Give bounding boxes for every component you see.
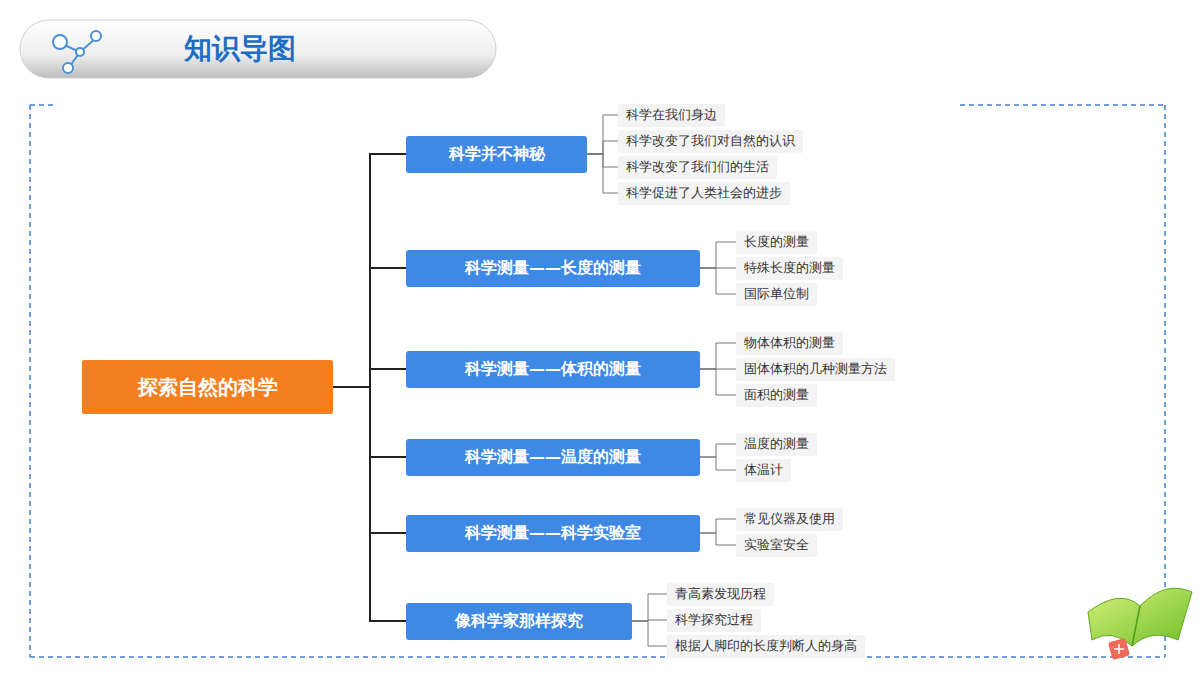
topic-text: 温度的测量 [744,436,809,453]
leaf-topic: 科学促进了人类社会的进步 [618,182,790,205]
leaf-topic: 青高素发现历程 [667,583,774,606]
connector [700,369,736,395]
leaf-topic: 物体体积的测量 [736,332,843,355]
topic-text: 体温计 [744,462,783,479]
connector [333,369,406,387]
header-icon [53,31,101,73]
topic-text: 常见仪器及使用 [744,511,835,528]
topic-text: 实验室安全 [744,537,809,554]
leaf-topic: 特殊长度的测量 [736,257,843,280]
leaf-topic: 实验室安全 [736,534,817,557]
leaf-topic: 温度的测量 [736,433,817,456]
topic-text: 科学改变了我们们的生活 [626,159,769,176]
topic-text: 探索自然的科学 [138,374,278,401]
topic-text: 科学测量——体积的测量 [465,359,641,380]
topic-text: 像科学家那样探究 [455,611,583,632]
book-icon [1088,588,1192,660]
page-title: 知识导图 [184,30,296,68]
connector [700,242,736,268]
topic-text: 科学促进了人类社会的进步 [626,185,782,202]
connector [587,141,618,154]
connector [700,444,736,457]
topic-text: 科学改变了我们对自然的认识 [626,133,795,150]
leaf-topic: 科学探究过程 [667,609,761,632]
header-bar [20,20,496,78]
connector [587,115,618,154]
leaf-topic: 常见仪器及使用 [736,508,843,531]
connector [333,268,406,387]
branch-topic: 科学测量——科学实验室 [406,515,700,552]
topic-text: 科学在我们身边 [626,107,717,124]
topic-text: 长度的测量 [744,234,809,251]
branch-topic: 像科学家那样探究 [406,603,632,640]
connector [632,594,667,621]
topic-text: 特殊长度的测量 [744,260,835,277]
connector [700,519,736,533]
branch-topic: 科学测量——温度的测量 [406,439,700,476]
connector [587,154,618,193]
connector [333,154,406,387]
leaf-topic: 国际单位制 [736,283,817,306]
connector [632,621,667,646]
topic-text: 科学测量——科学实验室 [465,523,641,544]
leaf-topic: 固体体积的几种测量方法 [736,358,895,381]
connector [700,343,736,369]
connector [700,457,736,470]
topic-text: 科学测量——温度的测量 [465,447,641,468]
leaf-topic: 科学改变了我们对自然的认识 [618,130,803,153]
topic-text: 固体体积的几种测量方法 [744,361,887,378]
leaf-topic: 科学在我们身边 [618,104,725,127]
topic-text: 根据人脚印的长度判断人的身高 [675,638,857,655]
topic-text: 国际单位制 [744,286,809,303]
leaf-topic: 科学改变了我们们的生活 [618,156,777,179]
topic-text: 科学测量——长度的测量 [465,258,641,279]
branch-topic: 科学并不神秘 [406,136,587,173]
topic-text: 物体体积的测量 [744,335,835,352]
connector [700,268,736,294]
root-topic: 探索自然的科学 [82,360,333,414]
branch-topic: 科学测量——体积的测量 [406,351,700,388]
dashed-frame [30,105,1165,657]
connector [700,533,736,545]
branch-topic: 科学测量——长度的测量 [406,250,700,287]
leaf-topic: 长度的测量 [736,231,817,254]
topic-text: 科学探究过程 [675,612,753,629]
leaf-topic: 根据人脚印的长度判断人的身高 [667,635,865,658]
connector [333,387,406,621]
leaf-topic: 体温计 [736,459,791,482]
leaf-topic: 面积的测量 [736,384,817,407]
topic-text: 科学并不神秘 [449,144,545,165]
topic-text: 面积的测量 [744,387,809,404]
topic-text: 青高素发现历程 [675,586,766,603]
